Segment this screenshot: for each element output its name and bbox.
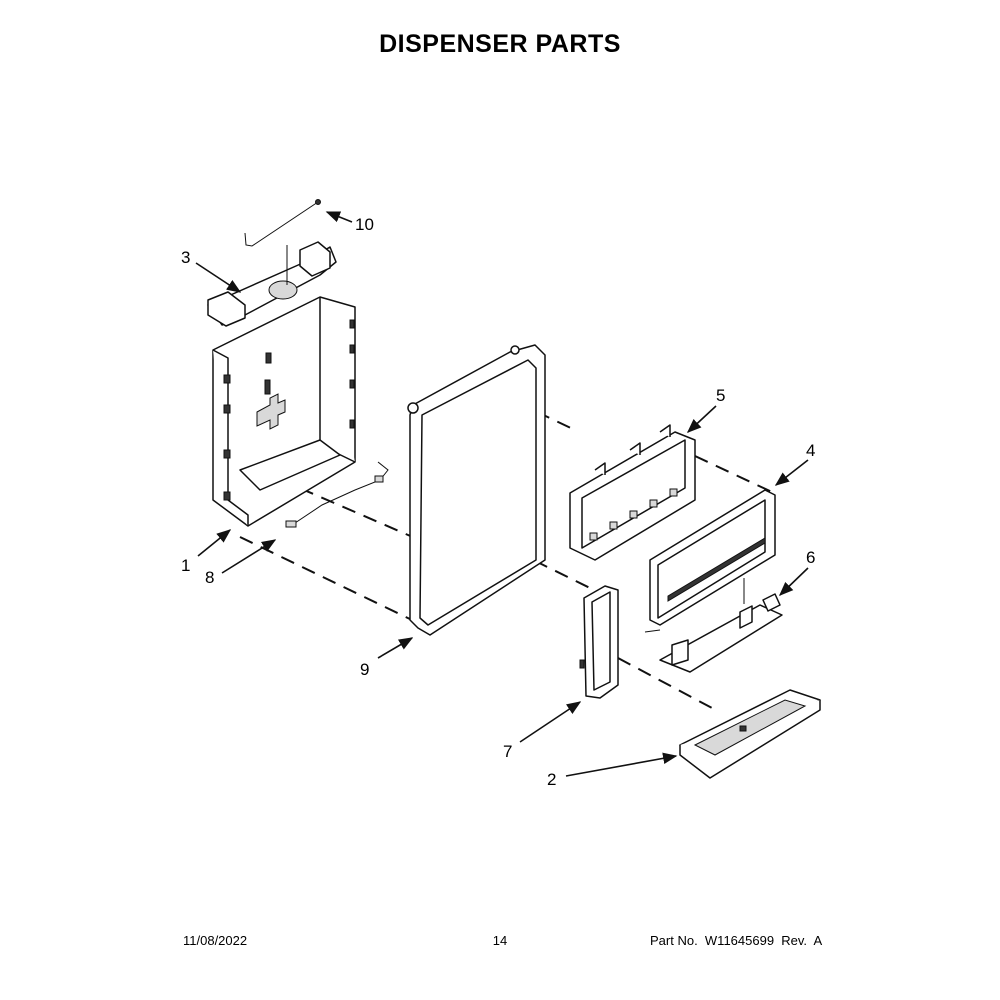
callout-10: 10 (355, 215, 374, 234)
callout-1: 1 (181, 556, 190, 575)
part-6-tray-bracket[interactable] (659, 578, 783, 673)
footer-part-number: Part No. W11645699 Rev. A (650, 933, 823, 948)
footer-date: 11/08/2022 (183, 933, 248, 948)
part-7-paddle[interactable] (579, 585, 619, 699)
page-title: DISPENSER PARTS (379, 30, 621, 58)
part-2-drip-tray[interactable] (679, 689, 821, 779)
footer-page-number: 14 (492, 933, 508, 948)
callout-9: 9 (360, 660, 369, 679)
callout-3: 3 (181, 248, 190, 267)
callout-labels: 1 2 3 4 5 6 7 8 9 10 (181, 215, 815, 789)
part-10-wire[interactable] (244, 199, 321, 247)
part-4-front-panel[interactable] (644, 489, 776, 633)
leader-arrows (195, 211, 809, 777)
part-8-harness[interactable] (285, 461, 389, 528)
part-1-housing[interactable] (212, 296, 356, 527)
callout-6: 6 (806, 548, 815, 567)
part-5-control-housing[interactable] (569, 424, 696, 561)
callout-8: 8 (205, 568, 214, 587)
part-3-bracket[interactable] (207, 241, 337, 327)
callout-4: 4 (806, 441, 815, 460)
part-9-frame[interactable] (407, 344, 546, 636)
callout-7: 7 (503, 742, 512, 761)
callout-2: 2 (547, 770, 556, 789)
callout-5: 5 (716, 386, 725, 405)
